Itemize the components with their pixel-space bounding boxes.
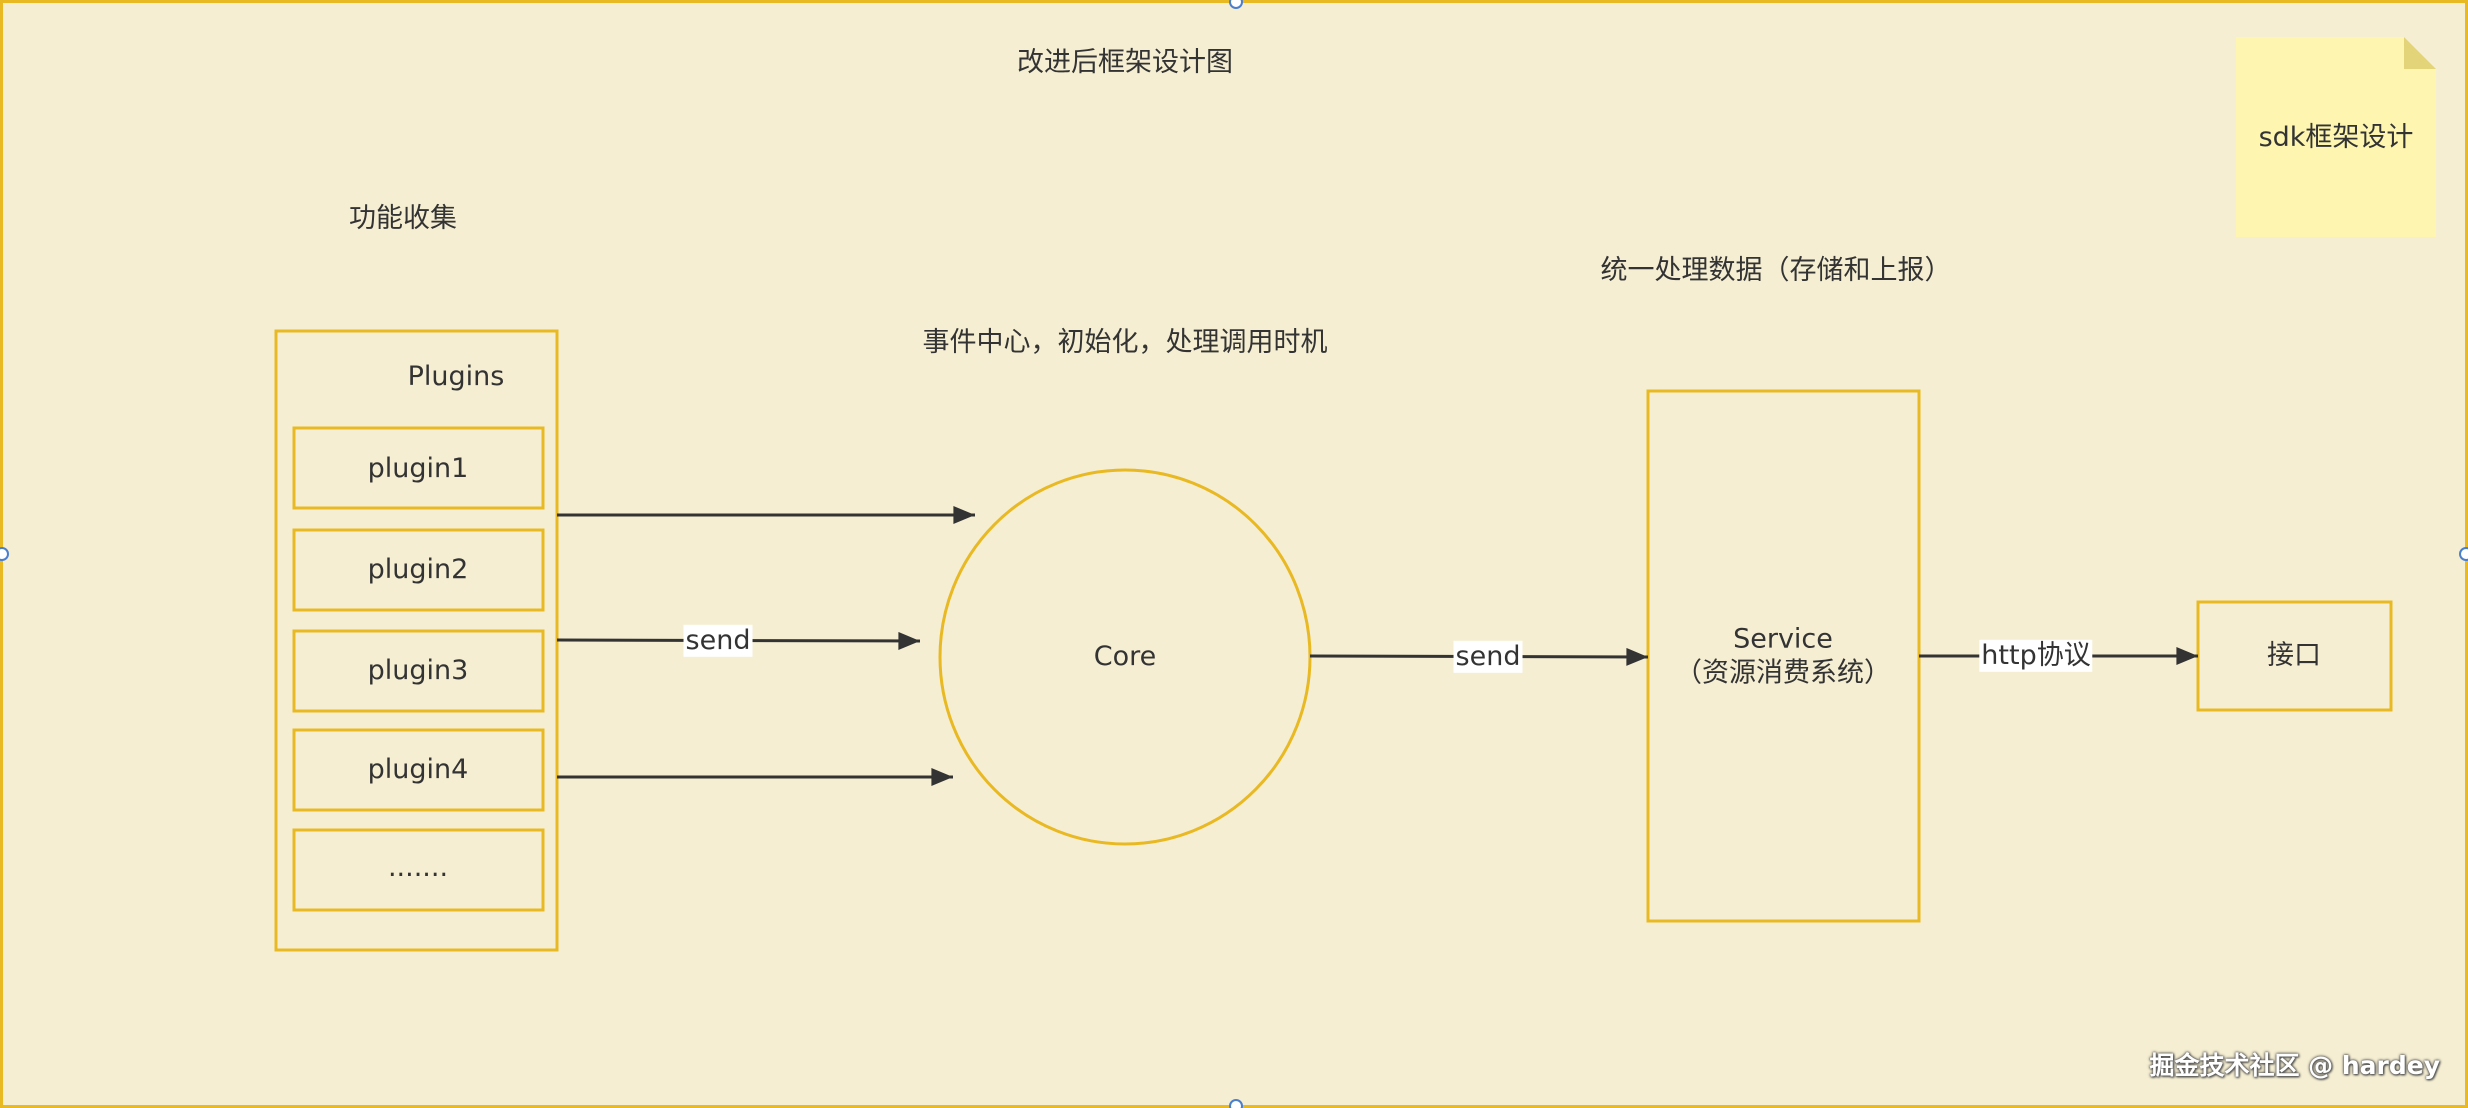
core-label: Core [1093,641,1157,673]
resize-handle-top[interactable] [1229,0,1243,9]
plugin-label: ....... [387,852,449,884]
service-description: 统一处理数据（存储和上报） [1600,255,1952,287]
resize-handle-right[interactable] [2459,547,2468,561]
plugin4-box[interactable] [292,728,545,812]
resize-handle-left[interactable] [0,547,9,561]
service-label: Service （资源消费系统） [1675,622,1891,690]
plugin-label: plugin2 [367,554,469,586]
service-label-line2: （资源消费系统） [1675,657,1891,688]
watermark: 掘金技术社区 @ hardey [2149,1051,2440,1080]
plugin1-box[interactable] [292,426,545,510]
plugins-title: Plugins [407,361,505,393]
edge-label-service-api: http协议 [1979,639,2093,673]
plugin-label: plugin4 [367,754,469,786]
plugin2-box[interactable] [292,528,545,612]
plugin-label: plugin1 [367,453,469,485]
plugin-label: plugin3 [367,655,469,687]
sticky-note-text: sdk框架设计 [2258,122,2414,154]
edge-label-plugins-core: send [683,624,753,658]
sticky-note-fold [2404,37,2436,69]
resize-handle-bottom[interactable] [1229,1099,1243,1108]
api-label: 接口 [2267,640,2321,672]
sticky-note-shape[interactable] [2236,37,2436,237]
plugin-more-box[interactable] [292,828,545,912]
edge-label-core-service: send [1453,640,1523,674]
collect-annotation: 功能收集 [349,203,457,235]
service-label-line1: Service [1733,623,1833,655]
plugin3-box[interactable] [292,629,545,713]
diagram-title: 改进后框架设计图 [1017,47,1233,79]
core-description: 事件中心，初始化，处理调用时机 [922,327,1328,359]
